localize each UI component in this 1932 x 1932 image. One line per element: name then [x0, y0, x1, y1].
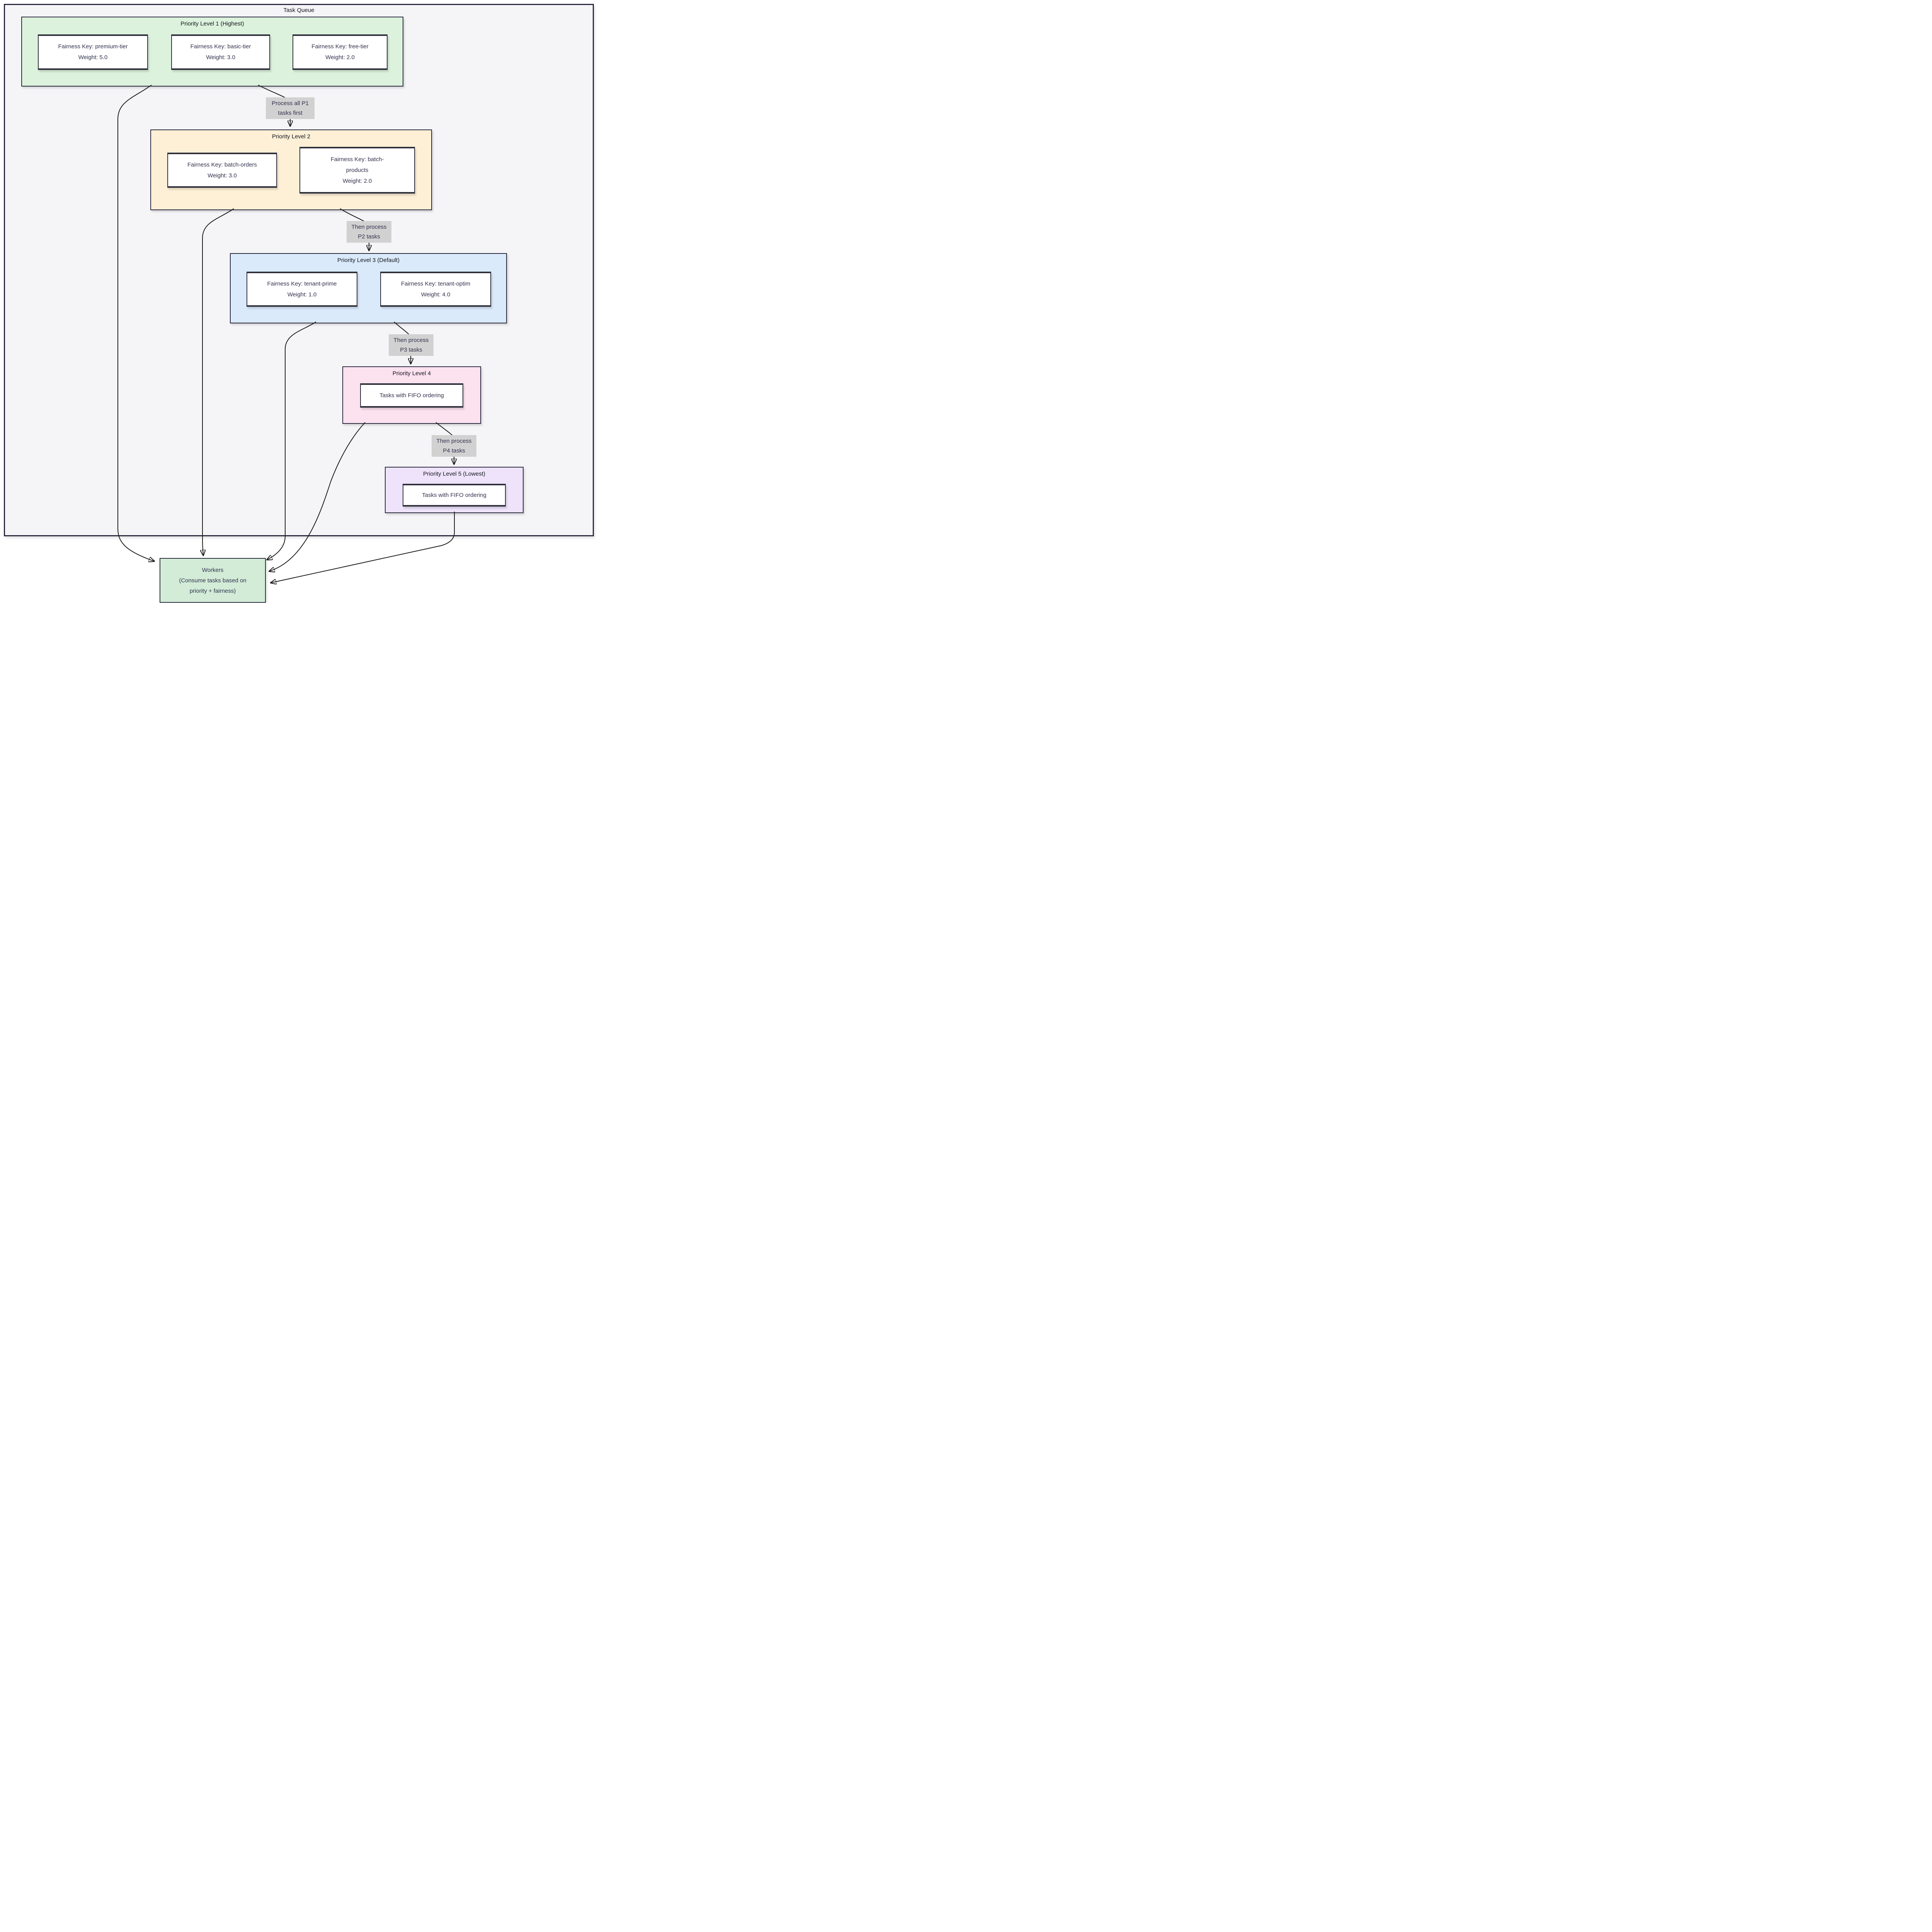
- workers-node: Workers (Consume tasks based on priority…: [160, 558, 266, 603]
- edge-label-process-p1: Process all P1 tasks first: [266, 97, 315, 119]
- priority-level-3-title: Priority Level 3 (Default): [337, 257, 400, 264]
- edge-label-process-p3: Then process P3 tasks: [389, 334, 434, 356]
- node-label: Tasks with FIFO ordering: [422, 492, 486, 498]
- node-key: Fairness Key: tenant-prime: [267, 280, 337, 287]
- edge-label-line: P2 tasks: [358, 233, 380, 240]
- edge-label-process-p2: Then process P2 tasks: [347, 221, 391, 243]
- priority-level-1-cluster: Priority Level 1 (Highest) Fairness Key:…: [21, 17, 403, 87]
- node-tenant-prime: Fairness Key: tenant-prime Weight: 1.0: [247, 272, 357, 307]
- node-key: Fairness Key: tenant-optim: [401, 280, 471, 287]
- node-basic-tier: Fairness Key: basic-tier Weight: 3.0: [171, 34, 270, 70]
- priority-level-2-title: Priority Level 2: [272, 133, 311, 140]
- node-weight: Weight: 3.0: [207, 172, 237, 179]
- node-key: Fairness Key: batch-orders: [187, 161, 257, 168]
- edge-label-line: tasks first: [278, 110, 303, 116]
- priority-level-4-title: Priority Level 4: [392, 370, 431, 377]
- workers-line3: priority + fairness): [189, 587, 236, 594]
- edge-label-line: Process all P1: [272, 100, 309, 107]
- edge-label-process-p4: Then process P4 tasks: [432, 435, 476, 457]
- edge-label-line: P4 tasks: [443, 447, 465, 454]
- node-free-tier: Fairness Key: free-tier Weight: 2.0: [293, 34, 388, 70]
- node-batch-orders: Fairness Key: batch-orders Weight: 3.0: [167, 153, 277, 188]
- task-queue-title: Task Queue: [283, 7, 315, 14]
- edge-label-line: Then process: [351, 224, 387, 230]
- node-key: Fairness Key: basic-tier: [190, 43, 251, 50]
- node-batch-products: Fairness Key: batch-products Weight: 2.0: [299, 147, 415, 194]
- flowchart-canvas: Task Queue Priority Level 1 (Highest) Fa…: [0, 0, 597, 603]
- priority-level-1-title: Priority Level 1 (Highest): [180, 20, 244, 27]
- priority-level-4-cluster: Priority Level 4 Tasks with FIFO orderin…: [342, 366, 481, 424]
- node-key: Fairness Key: premium-tier: [58, 43, 128, 50]
- node-key: Fairness Key: free-tier: [311, 43, 369, 50]
- priority-level-5-cluster: Priority Level 5 (Lowest) Tasks with FIF…: [385, 467, 524, 513]
- node-weight: Weight: 5.0: [78, 54, 108, 61]
- priority-level-2-cluster: Priority Level 2 Fairness Key: batch-ord…: [150, 129, 432, 210]
- edge-label-line: P3 tasks: [400, 347, 422, 353]
- node-label: Tasks with FIFO ordering: [379, 392, 444, 399]
- node-weight: Weight: 3.0: [206, 54, 235, 61]
- priority-level-3-cluster: Priority Level 3 (Default) Fairness Key:…: [230, 253, 507, 323]
- node-weight: Weight: 1.0: [287, 291, 317, 298]
- priority-level-5-title: Priority Level 5 (Lowest): [423, 471, 485, 477]
- node-fifo-p4: Tasks with FIFO ordering: [360, 383, 463, 408]
- node-premium-tier: Fairness Key: premium-tier Weight: 5.0: [38, 34, 148, 70]
- node-fifo-p5: Tasks with FIFO ordering: [403, 484, 506, 507]
- workers-line2: (Consume tasks based on: [179, 577, 247, 584]
- node-weight: Weight: 2.0: [325, 54, 355, 61]
- workers-title: Workers: [202, 566, 224, 573]
- edge-label-line: Then process: [393, 337, 429, 344]
- edge-label-line: Then process: [436, 438, 472, 444]
- node-weight: Weight: 2.0: [342, 177, 372, 184]
- node-tenant-optim: Fairness Key: tenant-optim Weight: 4.0: [380, 272, 491, 307]
- node-weight: Weight: 4.0: [421, 291, 451, 298]
- node-key: Fairness Key: batch-products: [330, 156, 384, 173]
